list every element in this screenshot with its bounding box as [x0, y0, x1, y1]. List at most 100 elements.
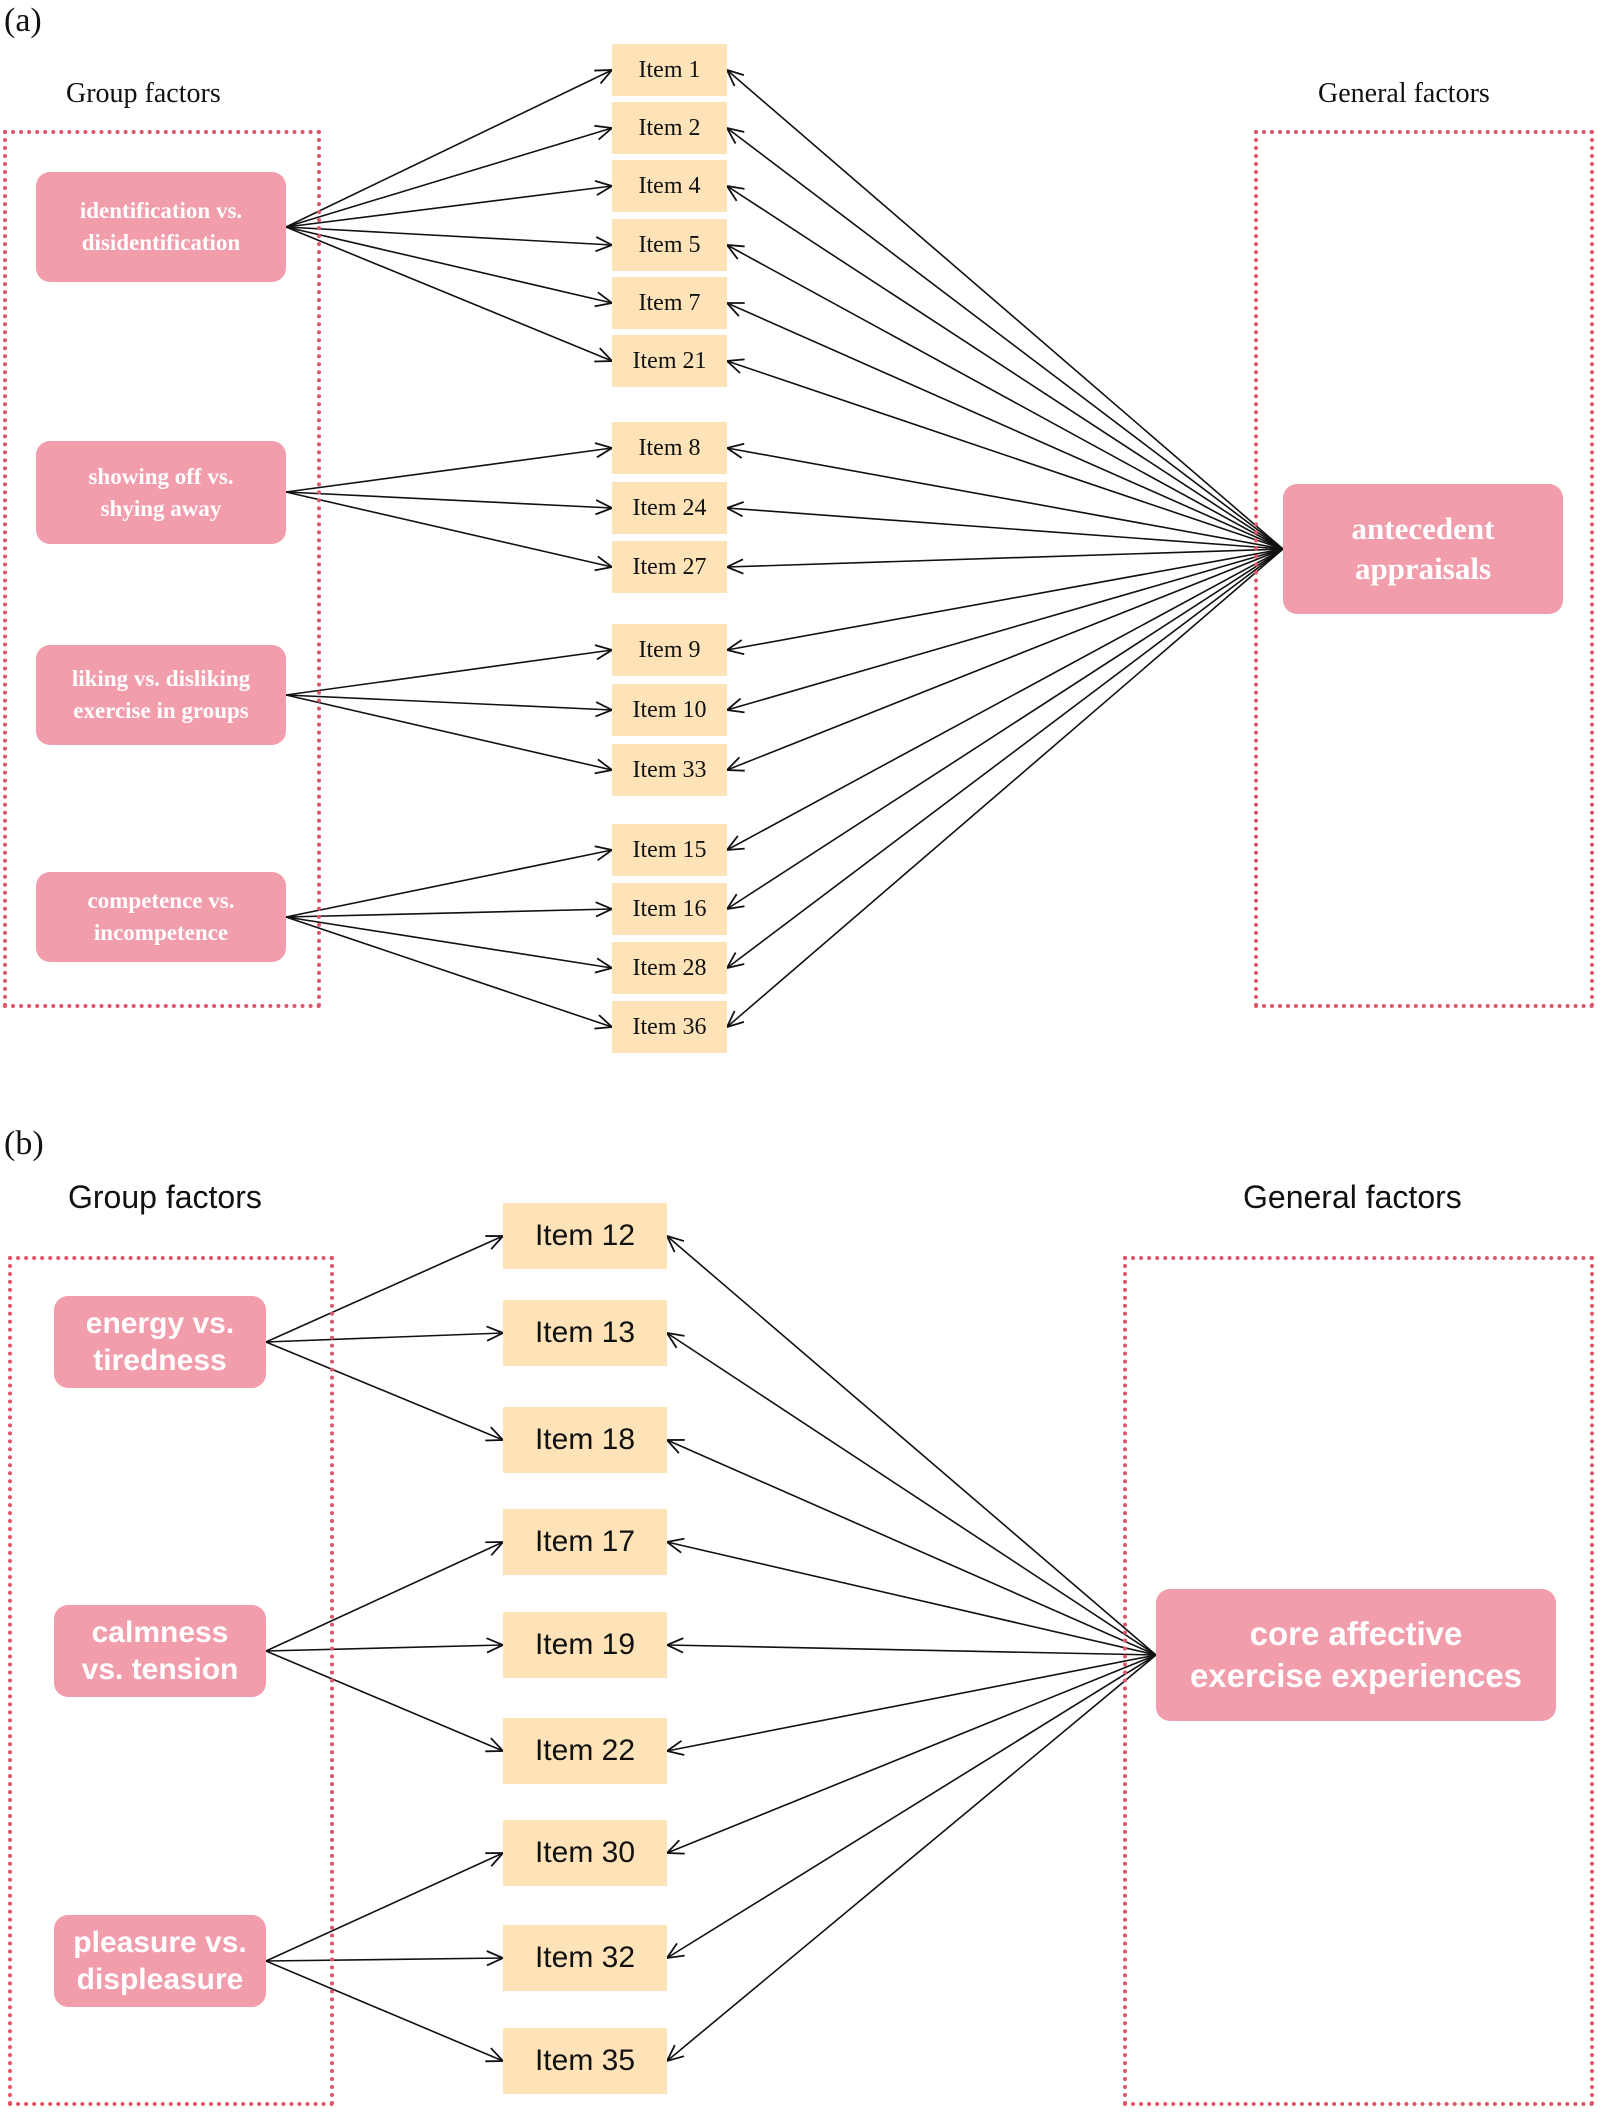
general-factor-label-line: antecedent	[1351, 511, 1495, 546]
group-factor-label-line: disidentification	[81, 230, 241, 255]
general-loading-arrow	[727, 186, 1284, 550]
group-factor-label-line: tiredness	[93, 1344, 227, 1377]
group-loading-arrow	[265, 1341, 503, 1440]
group-factor-label-line: displeasure	[76, 1963, 244, 1996]
general-loading-arrow	[667, 1645, 1157, 1656]
panel-b-general-box	[1123, 1256, 1594, 2106]
item-box: Item 24	[612, 482, 727, 534]
general-loading-arrow	[727, 245, 1284, 550]
group-loading-arrow	[265, 1853, 503, 1962]
group-factor-label-line: energy vs.	[85, 1307, 235, 1340]
general-loading-arrow	[727, 361, 1284, 550]
group-factor-showing-off: showing off vs. shying away	[36, 441, 286, 544]
group-loading-arrow	[285, 226, 612, 361]
item-box: Item 17	[503, 1509, 667, 1575]
item-box: Item 30	[503, 1820, 667, 1886]
group-loading-arrow	[285, 694, 612, 710]
panel-a-general-box	[1254, 130, 1594, 1008]
group-loading-arrow	[265, 1645, 503, 1651]
group-factor-label-line: liking vs. disliking	[71, 666, 251, 691]
group-loading-arrow	[285, 694, 612, 770]
item-box: Item 9	[612, 624, 727, 676]
group-loading-arrow	[265, 1958, 503, 1961]
group-loading-arrow	[285, 448, 612, 493]
general-loading-arrow	[667, 1654, 1157, 2061]
panel-b-general-heading: General factors	[1243, 1179, 1462, 1215]
group-loading-arrow	[265, 1333, 503, 1343]
item-box: Item 12	[503, 1203, 667, 1269]
item-box: Item 36	[612, 1001, 727, 1053]
general-loading-arrow	[727, 303, 1284, 550]
panel-b-label: (b)	[4, 1125, 44, 1162]
general-loading-arrow	[727, 548, 1284, 567]
group-loading-arrow	[265, 1650, 503, 1751]
item-box: Item 2	[612, 102, 727, 154]
general-loading-arrow	[727, 548, 1284, 650]
group-loading-arrow	[265, 1960, 503, 2061]
general-loading-arrow	[667, 1654, 1157, 1958]
group-loading-arrow	[285, 491, 612, 567]
general-loading-arrow	[727, 548, 1284, 1027]
general-loading-arrow	[727, 548, 1284, 770]
item-box: Item 32	[503, 1925, 667, 1991]
panel-a-label: (a)	[4, 2, 42, 39]
general-loading-arrow	[727, 548, 1284, 850]
item-box: Item 19	[503, 1612, 667, 1678]
group-factor-energy: energy vs. tiredness	[54, 1296, 266, 1388]
item-box: Item 7	[612, 277, 727, 329]
general-loading-arrow	[667, 1654, 1157, 1853]
group-factor-label-line: pleasure vs.	[73, 1926, 247, 1959]
panel-a-group-heading: Group factors	[66, 78, 221, 109]
panel-a-general-heading: General factors	[1318, 78, 1490, 109]
general-factor-antecedent-appraisals: antecedent appraisals	[1283, 484, 1563, 614]
group-factor-pleasure: pleasure vs. displeasure	[54, 1915, 266, 2007]
item-box: Item 18	[503, 1407, 667, 1473]
group-loading-arrow	[285, 128, 612, 228]
group-factor-label-line: identification vs.	[79, 198, 243, 223]
group-loading-arrow	[265, 1542, 503, 1652]
group-factor-label-line: exercise in groups	[73, 698, 249, 723]
group-factor-label-line: incompetence	[93, 920, 229, 945]
panel-a-edges	[285, 0, 1284, 1090]
item-box: Item 16	[612, 883, 727, 935]
general-loading-arrow	[727, 548, 1284, 909]
item-box: Item 27	[612, 541, 727, 593]
item-box: Item 5	[612, 219, 727, 271]
group-factor-label-line: vs. tension	[81, 1653, 239, 1686]
group-loading-arrow	[285, 916, 612, 1027]
item-box: Item 8	[612, 422, 727, 474]
panel-b: (b) Group factors General factors energy…	[0, 1125, 1605, 2113]
general-factor-label-line: exercise experiences	[1189, 1657, 1523, 1694]
group-factor-competence: competence vs. incompetence	[36, 872, 286, 962]
item-box: Item 15	[612, 824, 727, 876]
group-factor-identification: identification vs. disidentification	[36, 172, 286, 282]
group-factor-label-line: showing off vs.	[88, 463, 234, 489]
group-loading-arrow	[285, 850, 612, 918]
general-factor-core-affective: core affective exercise experiences	[1156, 1589, 1556, 1721]
general-loading-arrow	[727, 448, 1284, 550]
panel-b-group-heading: Group factors	[68, 1179, 262, 1215]
general-loading-arrow	[667, 1333, 1157, 1656]
panel-a: (a) Group factors General factors identi…	[3, 0, 1594, 1090]
item-box: Item 1	[612, 44, 727, 96]
general-loading-arrow	[727, 128, 1284, 550]
general-factor-label-line: appraisals	[1354, 551, 1492, 586]
group-factor-liking: liking vs. disliking exercise in groups	[36, 645, 286, 745]
group-factor-label-line: shying away	[100, 495, 222, 521]
item-box: Item 35	[503, 2028, 667, 2094]
item-box: Item 4	[612, 160, 727, 212]
item-box: Item 33	[612, 744, 727, 796]
group-loading-arrow	[285, 70, 612, 228]
general-loading-arrow	[667, 1654, 1157, 1751]
item-box: Item 22	[503, 1718, 667, 1784]
general-loading-arrow	[727, 548, 1284, 968]
general-loading-arrow	[667, 1542, 1157, 1656]
general-loading-arrow	[727, 548, 1284, 710]
general-factor-label-line: core affective	[1249, 1615, 1463, 1652]
group-loading-arrow	[265, 1236, 503, 1343]
panel-a-group-box	[3, 130, 321, 1008]
group-factor-label-line: competence vs.	[87, 888, 235, 913]
group-loading-arrow	[285, 226, 612, 303]
general-loading-arrow	[727, 508, 1284, 550]
